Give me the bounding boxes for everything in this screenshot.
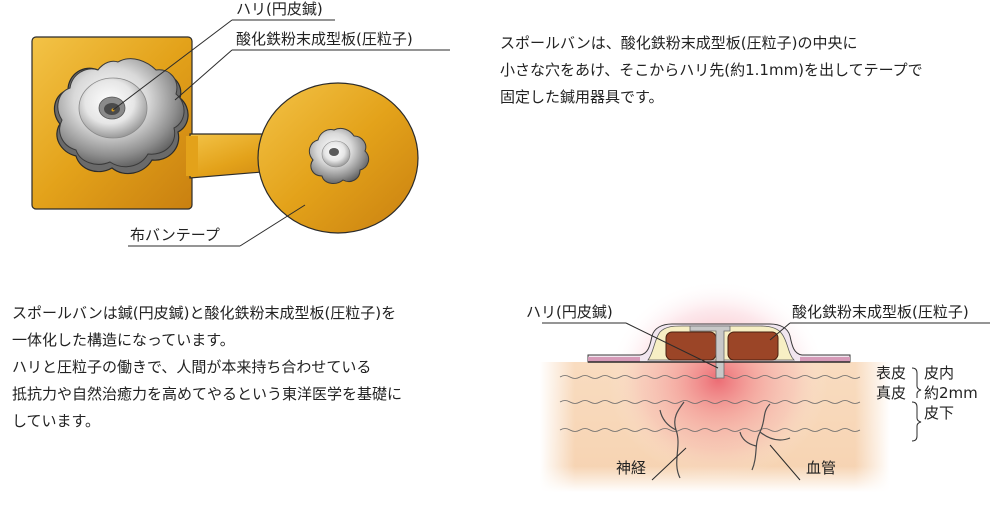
label-vessel: 血管 (806, 459, 836, 477)
leader-needle (112, 19, 233, 111)
leader-plate (174, 49, 233, 101)
bracket-intradermal (911, 367, 922, 398)
depth-intradermal: 皮内 (924, 364, 954, 382)
bottom-line-3: ハリと圧粒子の働きで、人間が本来持ち合わせている (12, 358, 372, 376)
leader-vessel (769, 444, 801, 481)
cs-label-needle: ハリ(円皮鍼) (526, 303, 613, 321)
bracket-depth (911, 401, 922, 442)
connector-joint (186, 136, 198, 176)
label-plate: 酸化鉄粉末成型板(圧粒子) (236, 30, 413, 48)
layer-line-3 (559, 428, 861, 432)
top-line-3: 固定した鍼用器具です。 (500, 88, 664, 106)
leader-cs-needle (625, 322, 719, 369)
bottom-line-1: スポールバンは鍼(円皮鍼)と酸化鉄粉末成型板(圧粒子)を (12, 304, 397, 322)
bottom-line-5: しています。 (12, 412, 101, 430)
depth-subcutaneous: 皮下 (924, 404, 954, 422)
cross-section-diagram: ハリ(円皮鍼) 酸化鉄粉末成型板(圧粒子) 表皮 真皮 皮内 約2mm 皮下 神… (526, 280, 990, 492)
leader-nerve (651, 447, 687, 481)
top-line-2: 小さな穴をあけ、そこからハリ先(約1.1mm)を出してテープで (500, 61, 923, 79)
bottom-line-4: 抵抗力や自然治癒力を高めてやるという東洋医学を基礎に (12, 385, 403, 403)
large-pressure-grain (53, 58, 189, 175)
needle (689, 325, 731, 379)
layer-epidermis: 表皮 (876, 364, 906, 382)
leader-cs-plate (769, 322, 791, 341)
label-tape: 布バンテープ (130, 226, 220, 244)
leader-tape (239, 204, 306, 247)
layer-line-1 (559, 375, 861, 379)
label-nerve: 神経 (616, 459, 646, 477)
pressure-grain-right (727, 331, 779, 361)
nerve (659, 401, 685, 479)
label-needle: ハリ(円皮鍼) (236, 0, 323, 18)
product-illustration: ハリ(円皮鍼) 酸化鉄粉末成型板(圧粒子) 布バンテープ (31, 0, 450, 247)
depth-value: 約2mm (924, 384, 978, 402)
blood-vessel (739, 403, 791, 471)
cs-label-plate: 酸化鉄粉末成型板(圧粒子) (792, 303, 969, 321)
bottom-description: スポールバンは鍼(円皮鍼)と酸化鉄粉末成型板(圧粒子)を 一体化した構造になって… (12, 300, 502, 435)
top-line-1: スポールバンは、酸化鉄粉末成型板(圧粒子)の中央に (500, 34, 858, 52)
layer-line-2 (559, 400, 861, 404)
layer-dermis: 真皮 (876, 384, 906, 402)
top-description: スポールバンは、酸化鉄粉末成型板(圧粒子)の中央に 小さな穴をあけ、そこからハリ… (500, 30, 990, 111)
bottom-line-2: 一体化した構造になっています。 (12, 331, 235, 349)
small-pressure-grain (308, 127, 370, 184)
